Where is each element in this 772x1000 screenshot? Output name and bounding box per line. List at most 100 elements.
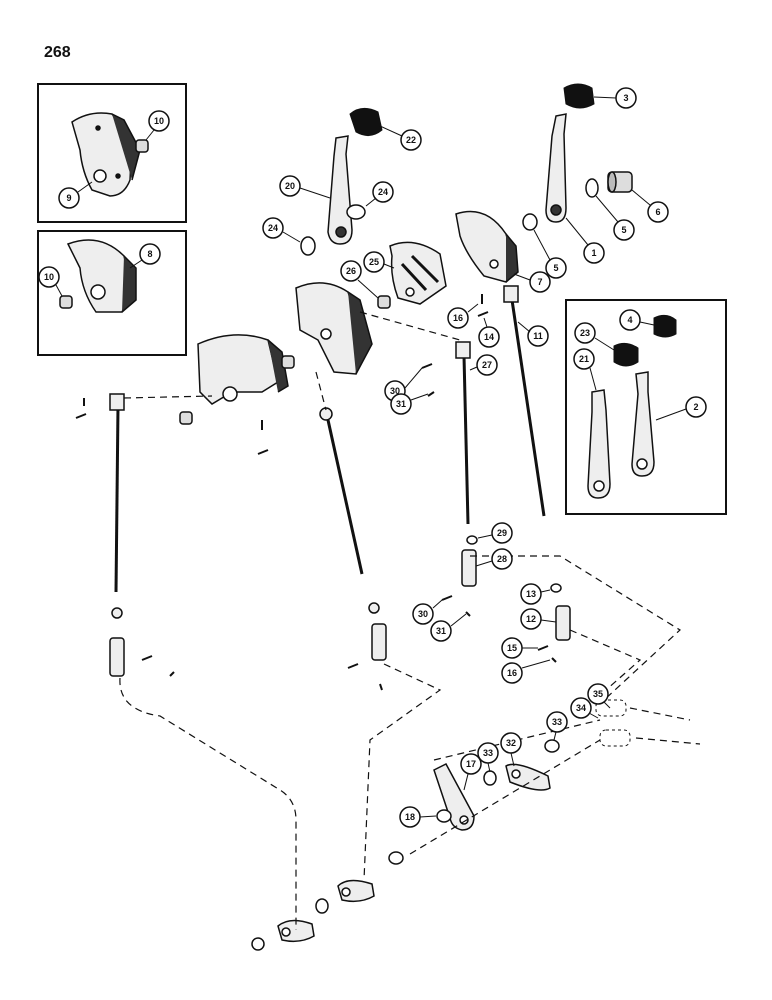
bushing-part-10-b: [59, 295, 73, 309]
callout-15: 15: [501, 637, 538, 659]
callout-31-a: 31: [390, 393, 429, 415]
callout-10-b: 10: [38, 266, 63, 297]
knob-part-23: [613, 342, 639, 367]
svg-text:3: 3: [623, 93, 628, 103]
callout-3: 3: [593, 87, 637, 109]
arm-lower-center: [337, 879, 375, 903]
callout-5-b: 5: [533, 229, 567, 279]
svg-text:33: 33: [483, 748, 493, 758]
svg-text:8: 8: [147, 249, 152, 259]
lever-part-1: [545, 113, 567, 223]
bracket-plate-left: [197, 334, 289, 405]
washer-part-24-a: [346, 204, 366, 220]
svg-text:22: 22: [406, 135, 416, 145]
clevis-left: [109, 607, 125, 677]
callout-13: 13: [520, 583, 551, 605]
callout-34: 34: [570, 697, 599, 719]
callout-28: 28: [475, 548, 513, 570]
callout-22: 22: [379, 125, 422, 151]
svg-text:23: 23: [580, 328, 590, 338]
arm-lower-left: [277, 919, 315, 943]
washer-part-5-a: [585, 178, 599, 198]
callout-8: 8: [129, 243, 161, 269]
svg-text:33: 33: [552, 717, 562, 727]
svg-text:15: 15: [507, 643, 517, 653]
lever-part-21: [587, 389, 611, 499]
svg-text:6: 6: [655, 207, 660, 217]
svg-text:5: 5: [553, 263, 558, 273]
page-number: 268: [44, 44, 71, 61]
nut-part-13: [550, 583, 562, 593]
callout-1: 1: [565, 217, 605, 264]
svg-text:35: 35: [593, 689, 603, 699]
rod-center: [319, 407, 364, 575]
inset-box-upper-left: [37, 83, 187, 223]
callout-30-b: 30: [412, 599, 443, 625]
svg-text:25: 25: [369, 257, 379, 267]
svg-text:30: 30: [418, 609, 428, 619]
callout-9: 9: [58, 181, 93, 209]
callout-5-a: 5: [595, 195, 635, 241]
pins: [75, 294, 557, 691]
inset-box-right: [565, 299, 727, 515]
washer-part-24-b: [300, 236, 316, 256]
callout-35: 35: [587, 683, 611, 709]
knob-part-3: [563, 83, 595, 109]
callout-23: 23: [574, 322, 615, 351]
callout-26: 26: [340, 260, 379, 299]
callout-20: 20: [279, 175, 331, 199]
svg-text:10: 10: [154, 116, 164, 126]
svg-text:11: 11: [533, 331, 543, 341]
callout-24-b: 24: [262, 217, 301, 243]
washer-part-5-b: [522, 213, 538, 231]
svg-text:5: 5: [621, 225, 626, 235]
svg-text:2: 2: [693, 402, 698, 412]
lever-part-2: [631, 371, 655, 477]
svg-text:27: 27: [482, 360, 492, 370]
callout-21: 21: [573, 348, 597, 391]
svg-text:16: 16: [453, 313, 463, 323]
svg-text:28: 28: [497, 554, 507, 564]
callout-4: 4: [619, 309, 655, 331]
assembly-dashed-lines: [119, 311, 701, 930]
callout-6: 6: [631, 189, 669, 223]
svg-text:9: 9: [66, 193, 71, 203]
svg-text:34: 34: [576, 703, 586, 713]
knob-part-22: [349, 108, 383, 136]
shaft-parts-34-35: [595, 699, 631, 747]
clevis-part-12: [555, 605, 571, 641]
svg-text:24: 24: [268, 223, 278, 233]
svg-text:16: 16: [507, 668, 517, 678]
callout-25: 25: [363, 251, 395, 273]
svg-text:31: 31: [436, 626, 446, 636]
sector-plate-part-7: [455, 210, 519, 283]
callout-16-a: 16: [447, 303, 479, 329]
svg-text:24: 24: [378, 187, 388, 197]
svg-text:10: 10: [44, 272, 54, 282]
lever-part-20: [327, 135, 353, 245]
svg-text:18: 18: [405, 812, 415, 822]
svg-text:7: 7: [537, 277, 542, 287]
bushing-part-6: [607, 171, 633, 193]
bushing-part-10-a: [135, 139, 149, 153]
svg-text:31: 31: [396, 399, 406, 409]
plate-part-9: [71, 112, 141, 197]
svg-text:14: 14: [484, 332, 494, 342]
callout-27: 27: [469, 354, 498, 376]
sector-plate-part-25: [389, 241, 447, 305]
rod-left: [109, 393, 125, 593]
callout-10-a: 10: [145, 110, 170, 141]
callout-7: 7: [513, 271, 551, 293]
svg-text:12: 12: [526, 614, 536, 624]
callout-31-b: 31: [430, 613, 467, 642]
svg-text:20: 20: [285, 181, 295, 191]
callout-33-b: 33: [546, 711, 568, 741]
svg-text:26: 26: [346, 266, 356, 276]
callout-16-b: 16: [501, 659, 551, 684]
callout-17: 17: [460, 753, 482, 791]
svg-text:29: 29: [497, 528, 507, 538]
arm-part-32: [505, 763, 551, 791]
arm-part-17: [433, 763, 475, 831]
clip-part-33-a: [483, 770, 497, 786]
